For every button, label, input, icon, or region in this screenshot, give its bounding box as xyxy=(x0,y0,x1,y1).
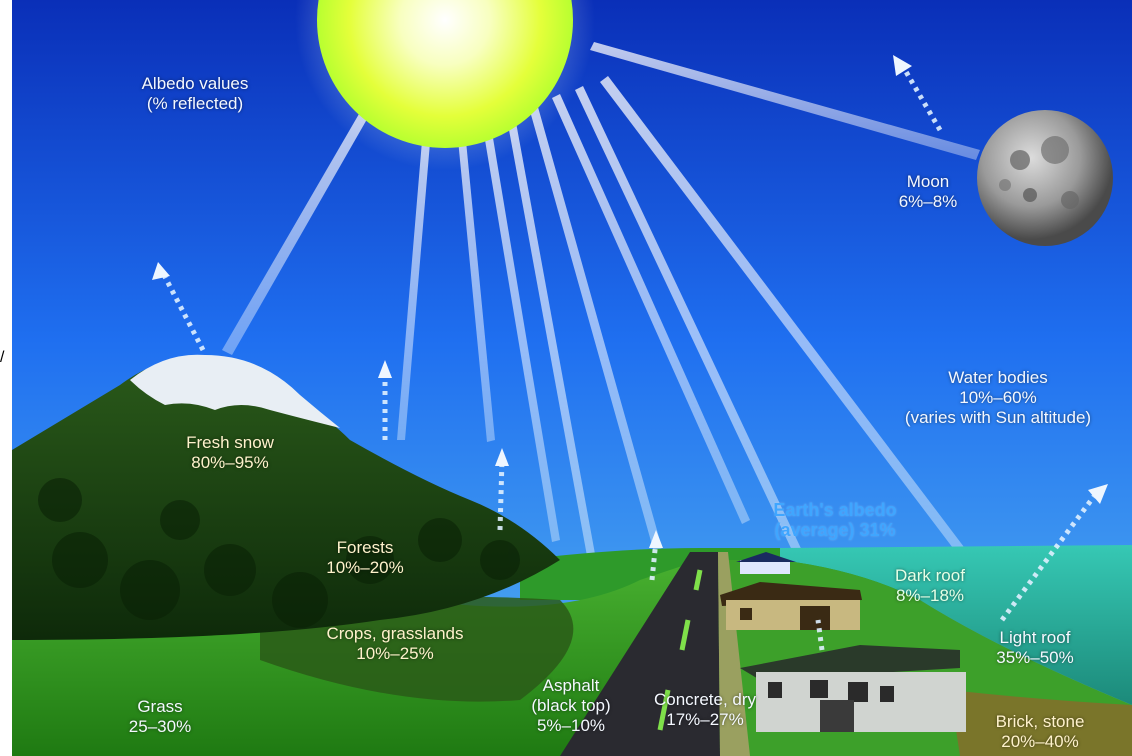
ray-forest xyxy=(397,105,433,440)
ray-horizon xyxy=(552,94,750,524)
left-margin xyxy=(0,0,12,756)
label-fresh-snow: Fresh snow 80%–95% xyxy=(150,433,310,473)
label-line: 5%–10% xyxy=(536,716,606,735)
label-earth-albedo: Earth's albedo (average) 31% xyxy=(740,500,930,540)
ray-snow xyxy=(222,95,378,355)
moon-icon xyxy=(977,110,1113,246)
label-line: 35%–50% xyxy=(996,648,1074,667)
label-line: 25–30% xyxy=(128,717,192,736)
arrowhead-icon xyxy=(649,530,663,548)
water-body xyxy=(780,545,1132,705)
label-line: Crops, grasslands xyxy=(326,624,464,643)
asphalt-road xyxy=(560,552,720,756)
label-concrete: Concrete, dry 17%–27% xyxy=(630,690,780,730)
label-line: Asphalt xyxy=(542,676,600,695)
label-line: Dark roof xyxy=(895,566,965,585)
arrowhead-icon xyxy=(893,55,912,76)
label-dark-roof: Dark roof 8%–18% xyxy=(860,566,1000,606)
label-asphalt: Asphalt (black top) 5%–10% xyxy=(506,676,636,736)
arrowhead-icon xyxy=(378,360,392,378)
label-line: Light roof xyxy=(999,628,1071,647)
label-line: Grass xyxy=(137,697,183,716)
ray-asphalt xyxy=(505,106,608,627)
ray-light-roof xyxy=(600,76,970,560)
label-line: 80%–95% xyxy=(191,453,269,472)
label-light-roof: Light roof 35%–50% xyxy=(965,628,1105,668)
label-line: (average) 31% xyxy=(774,520,896,540)
label-water-bodies: Water bodies 10%–60% (varies with Sun al… xyxy=(866,368,1130,428)
label-line: Water bodies xyxy=(948,368,1048,387)
sun-icon xyxy=(317,0,573,148)
label-crops: Crops, grasslands 10%–25% xyxy=(290,624,500,664)
ray-crops xyxy=(455,108,495,442)
label-brick-stone: Brick, stone 20%–40% xyxy=(965,712,1115,752)
house-icon xyxy=(736,552,796,574)
label-line: Earth's albedo xyxy=(773,500,897,520)
reflected-arrows xyxy=(161,68,1098,651)
label-line: (% reflected) xyxy=(146,94,244,113)
label-line: 17%–27% xyxy=(666,710,744,729)
ray-concrete xyxy=(528,100,662,552)
label-line: (black top) xyxy=(531,696,611,715)
label-line: Moon xyxy=(906,172,950,191)
arrowhead-icon xyxy=(152,262,170,280)
label-line: Concrete, dry xyxy=(653,690,757,709)
snow-cap xyxy=(130,354,340,428)
ray-moon xyxy=(590,42,980,160)
label-line: 20%–40% xyxy=(1001,732,1079,751)
label-line: Albedo values xyxy=(141,74,249,93)
road-markings xyxy=(657,569,703,731)
label-line: (varies with Sun altitude) xyxy=(904,408,1092,427)
sun-rays xyxy=(222,42,980,627)
forest-texture xyxy=(38,478,520,628)
cropped-text-mark: / xyxy=(0,349,5,366)
ray-dark-roof xyxy=(575,86,830,614)
label-grass: Grass 25–30% xyxy=(95,697,225,737)
brick-area xyxy=(950,690,1132,756)
house-icon xyxy=(740,645,966,732)
label-line: Brick, stone xyxy=(995,712,1085,731)
arrowheads xyxy=(152,55,1108,548)
label-line: Fresh snow xyxy=(186,433,274,452)
label-line: 10%–20% xyxy=(326,558,404,577)
label-moon: Moon 6%–8% xyxy=(868,172,988,212)
label-albedo-values: Albedo values (% reflected) xyxy=(100,74,290,114)
label-forests: Forests 10%–20% xyxy=(290,538,440,578)
house-icon xyxy=(720,582,862,630)
label-line: 6%–8% xyxy=(898,192,958,211)
label-line: 10%–25% xyxy=(356,644,434,663)
arrowhead-icon xyxy=(1088,484,1108,504)
label-line: 10%–60% xyxy=(959,388,1037,407)
ray-road xyxy=(480,108,560,542)
arrowhead-icon xyxy=(495,448,509,466)
label-line: 8%–18% xyxy=(895,586,965,605)
label-line: Forests xyxy=(336,538,394,557)
